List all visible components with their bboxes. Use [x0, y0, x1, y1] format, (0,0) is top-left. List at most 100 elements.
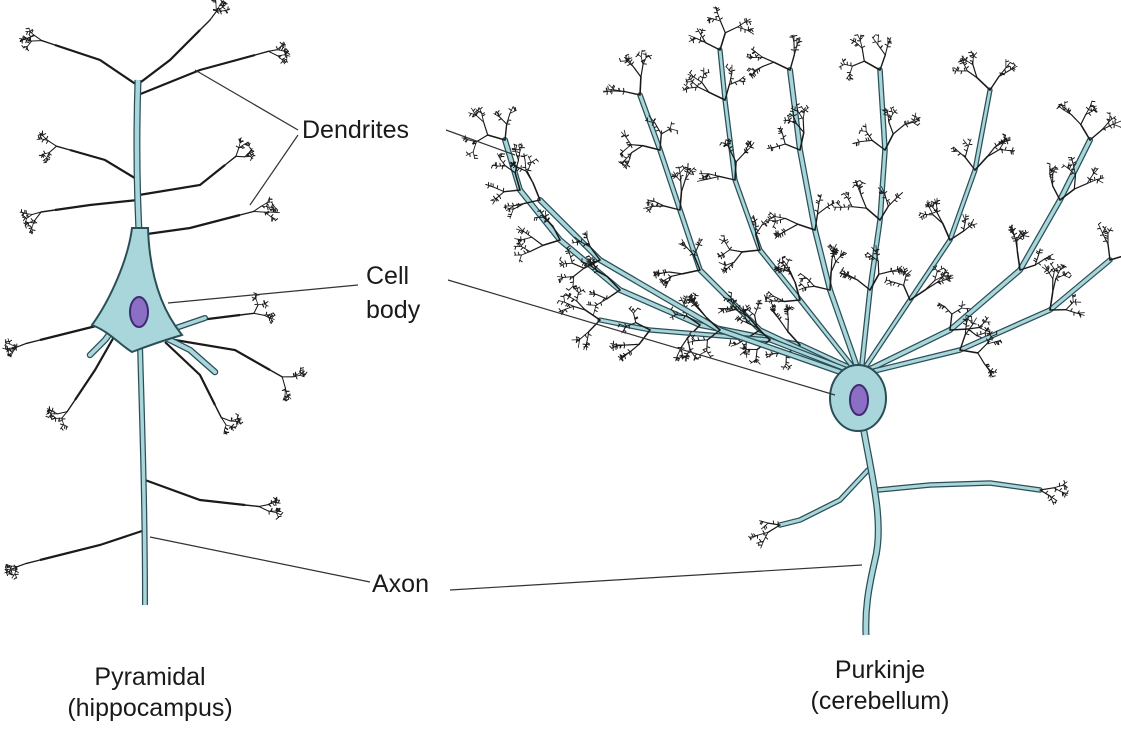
dendrite-spine — [1005, 70, 1006, 73]
dendrite-spine — [846, 192, 849, 193]
dendrite-twig — [990, 77, 999, 90]
dendrite-spine — [1108, 229, 1110, 231]
dendrite-spine — [689, 76, 691, 78]
dendrite-twig — [756, 53, 762, 58]
dendrite-twig — [254, 305, 258, 313]
dendrite-spine — [1020, 238, 1023, 240]
dendrite-twig — [1074, 184, 1087, 190]
dendrite-twig — [887, 282, 894, 284]
dendrite-twig — [254, 212, 265, 213]
dendrite-spine — [502, 166, 503, 169]
dendrite-spine — [908, 274, 911, 276]
dendrite-spine — [683, 87, 685, 90]
dendrite-spine — [789, 115, 792, 117]
dendrite-twig — [654, 201, 665, 206]
dendrite-spine — [967, 309, 968, 312]
dendrite-twig — [734, 252, 742, 262]
dendrite-spine — [1076, 302, 1077, 305]
dendrite-spine — [689, 174, 692, 175]
dendrite-twig — [245, 505, 259, 507]
dendrite-spine — [684, 353, 687, 354]
dendrite-spine — [278, 516, 281, 517]
dendrite-twig — [1017, 241, 1018, 252]
dendrite-twig — [533, 183, 540, 200]
dendrite-spine — [224, 431, 227, 432]
dendrite-spine — [850, 278, 852, 280]
dendrite-spine — [271, 215, 273, 217]
dendrite-twig — [962, 308, 971, 309]
dendrite-spine — [240, 140, 241, 143]
dendrite-twig — [26, 340, 40, 343]
dendrite-spine — [536, 217, 537, 220]
dendrite-spine — [778, 262, 780, 264]
dendrite-twig — [574, 268, 584, 276]
dendrite-spine — [720, 18, 723, 20]
dendrite-spine — [995, 143, 996, 146]
dendrite-spine — [691, 83, 694, 85]
dendrite-spine — [789, 365, 792, 366]
dendrite-spine — [893, 283, 895, 286]
dendrite-twig — [669, 272, 682, 274]
dendrite-spine — [220, 5, 223, 6]
dendrite-spine — [571, 278, 574, 279]
dendrite-spine — [750, 361, 752, 363]
dendrite-spine — [521, 248, 523, 250]
dendrite-twig — [670, 122, 672, 129]
dendrite-spine — [495, 112, 496, 115]
dendrite-spine — [961, 227, 964, 228]
dendrite-spine — [248, 154, 249, 157]
dendrite-spine — [1058, 265, 1059, 268]
dendrite-spine — [957, 67, 958, 70]
dendrite-twig — [937, 213, 942, 223]
dendrite-spine — [1097, 180, 1098, 183]
dendrite-twig — [67, 400, 75, 412]
dendrite-twig — [799, 288, 805, 290]
dendrite-spine — [52, 408, 53, 411]
dendrite-spine — [894, 200, 897, 202]
dendrite-spine — [1047, 163, 1050, 164]
dendrite-spine — [525, 246, 526, 249]
dendrite-spine — [271, 205, 272, 208]
dendrite-twig — [735, 162, 736, 180]
dendrite-spine — [740, 22, 741, 25]
dendrite-spine — [789, 118, 791, 120]
dendrite-spine — [778, 270, 779, 273]
dendrite-spine — [684, 247, 687, 248]
dendrite-spine — [837, 201, 838, 204]
dendrite-spine — [559, 309, 561, 311]
dendrite-spine — [696, 87, 697, 90]
dendrite-spine — [480, 108, 482, 110]
dendrite-twig — [270, 370, 282, 377]
dendrite-spine — [595, 310, 598, 312]
dendrite-spine — [799, 41, 802, 42]
dendrite-spine — [1088, 177, 1090, 179]
dendrite-spine — [750, 314, 752, 316]
dendrite-spine — [700, 29, 703, 31]
dendrite-spine — [523, 228, 524, 231]
dendrite-twig — [522, 237, 532, 240]
dendrite-spine — [653, 119, 655, 122]
dendrite-spine — [965, 63, 967, 65]
dendrite-spine — [631, 351, 632, 354]
dendrite-twig — [965, 146, 968, 157]
dendrite-spine — [217, 8, 218, 11]
dendrite-spine — [833, 200, 834, 203]
dendrite-spine — [213, 2, 216, 3]
dendrite-spine — [301, 368, 304, 369]
dendrite-twig — [1110, 255, 1121, 260]
dendrite-twig — [978, 344, 987, 353]
dendrite-spine — [578, 337, 581, 339]
dendrite-twig — [589, 320, 600, 332]
dendrite-spine — [740, 316, 742, 318]
dendrite-spine — [885, 192, 887, 194]
dendrite-spine — [496, 166, 498, 169]
dendrite-spine — [937, 211, 940, 212]
dendrite-spine — [690, 70, 692, 73]
dendrite-spine — [1056, 278, 1058, 280]
dendrite-spine — [223, 1, 226, 2]
dendrite-spine — [784, 265, 787, 266]
dendrite-spine — [855, 39, 856, 42]
dendrite-spine — [970, 61, 973, 62]
dendrite-spine — [566, 253, 569, 254]
dendrite-twig — [494, 187, 504, 192]
